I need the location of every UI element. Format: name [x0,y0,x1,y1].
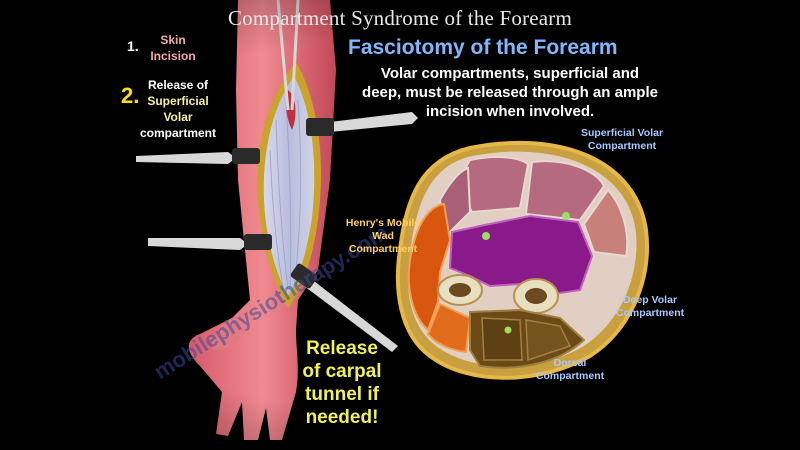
step-2-label-line-1: Release of [147,78,209,92]
label-superficial-volar: Superficial Volar Compartment [580,127,664,152]
description-text: Volar compartments, superficial and deep… [362,65,658,120]
carpal-tunnel-callout: Release of carpal tunnel if needed! [302,338,382,428]
step-1-number: 1. [127,38,139,54]
step-1-label: Skin Incision [150,33,196,63]
page-title: Compartment Syndrome of the Forearm [227,6,573,30]
step-2-label-line-2: Superficial [147,94,209,108]
section-heading: Fasciotomy of the Forearm [348,36,618,59]
step-2-number: 2. [121,83,140,108]
label-deep-volar: Deep Volar Compartment [615,294,685,319]
step-2-label-line-4: compartment [139,126,216,140]
label-dorsal: Dorsal Compartment [535,357,605,382]
step-2-label-line-3: Volar [163,110,193,124]
label-henrys-mobile-wad: Henry's Mobile Wad Compartment [345,217,421,255]
